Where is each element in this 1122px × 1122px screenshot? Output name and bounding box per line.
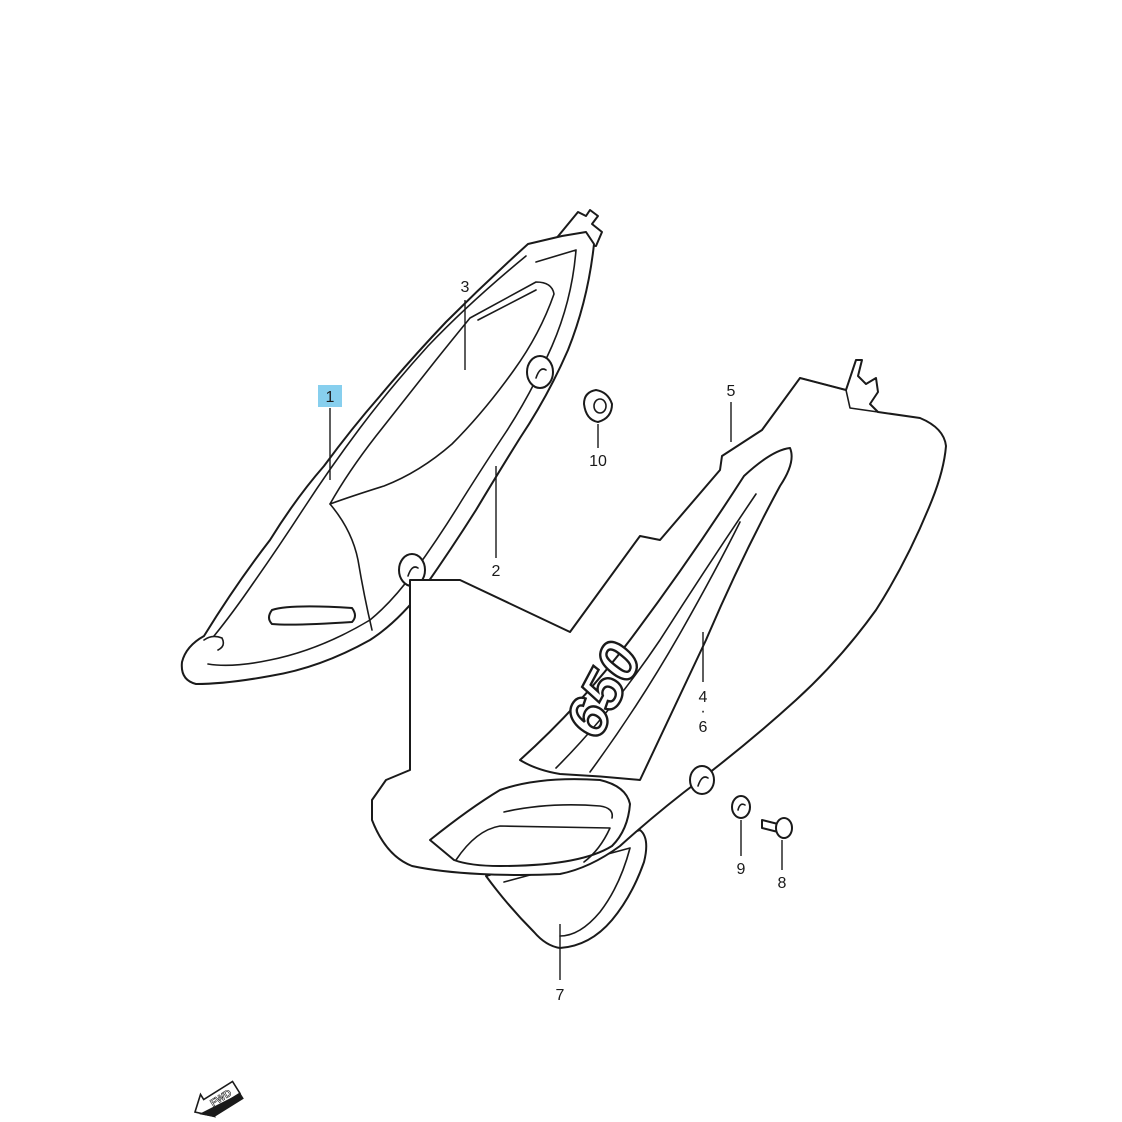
washer-body — [731, 795, 751, 819]
right-cover-decal-inner-line — [555, 493, 757, 769]
arrow-shadow — [199, 1093, 244, 1117]
screw-part[interactable] — [761, 817, 793, 839]
right-cover-top-edge — [799, 377, 879, 413]
left-cover-vent-slot — [268, 605, 356, 626]
grommet-hole — [593, 398, 607, 414]
right-cover-grommet — [689, 765, 715, 795]
callout-7[interactable]: 7 — [556, 987, 565, 1004]
washer-part[interactable] — [731, 795, 751, 819]
right-cover-vent-upper-lip — [503, 804, 614, 819]
right-cover-decal-stripe — [519, 447, 793, 781]
left-frame-cover[interactable] — [180, 209, 603, 685]
left-cover-upper-grommet — [526, 355, 554, 389]
right-cover-decal-inner-line-2 — [589, 521, 741, 773]
washer-hole — [737, 803, 746, 811]
callout-6[interactable]: 6 — [699, 719, 708, 736]
right-cover-vent-scoop — [429, 778, 631, 867]
callout-3[interactable]: 3 — [461, 279, 470, 296]
left-cover-lower-hole — [407, 566, 419, 577]
right-lower-panel-rim — [503, 847, 631, 937]
forward-direction-arrow: FWD — [193, 1080, 244, 1118]
callout-2[interactable]: 2 — [492, 563, 501, 580]
callout-1[interactable]: 1 — [326, 389, 335, 406]
left-cover-emblem-stripe — [477, 289, 537, 321]
right-cover-hole — [697, 776, 709, 787]
leader-lines — [329, 300, 783, 980]
left-cover-decal-edge — [329, 503, 373, 631]
callout-4-6-separator: · — [700, 703, 705, 720]
callout-1-highlight — [318, 385, 342, 407]
callout-5[interactable]: 5 — [727, 383, 736, 400]
left-cover-inner-edge — [213, 255, 527, 637]
grommet-part[interactable] — [583, 389, 613, 423]
callout-4[interactable]: 4 — [699, 689, 708, 706]
screw-head — [775, 817, 793, 839]
left-cover-upper-hole — [535, 368, 547, 379]
callout-8[interactable]: 8 — [778, 875, 787, 892]
right-cover-vent-lower-lip — [455, 825, 611, 863]
right-lower-panel — [485, 829, 648, 949]
grommet-body — [583, 389, 613, 423]
left-cover-inner-rim — [207, 249, 577, 667]
callout-9[interactable]: 9 — [737, 861, 746, 878]
left-cover-front-hook — [203, 635, 225, 651]
left-cover-emblem-panel — [329, 281, 555, 505]
callout-10[interactable]: 10 — [589, 453, 607, 470]
left-cover-outline — [180, 231, 595, 685]
right-frame-cover[interactable]: 650 — [371, 359, 947, 949]
